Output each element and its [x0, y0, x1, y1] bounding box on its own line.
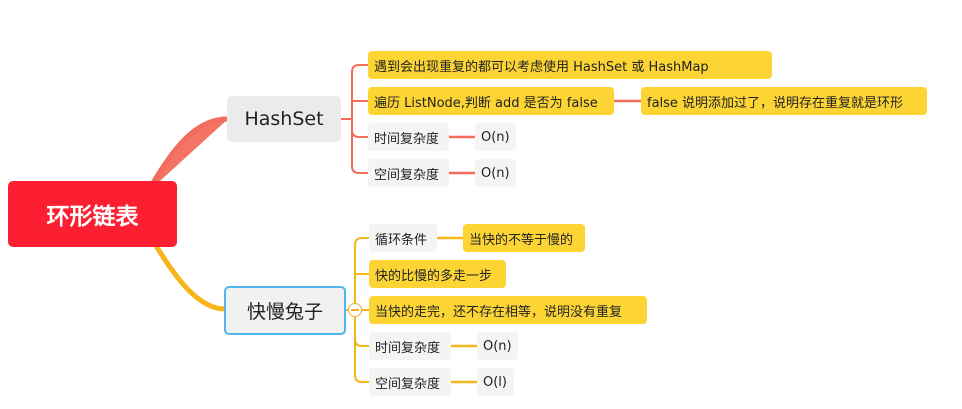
link-rabbit-c5	[354, 317, 369, 383]
link-root-hashset	[150, 119, 228, 190]
hashset-space-complexity-label[interactable]: 空间复杂度	[368, 159, 449, 187]
link-hashset-c4	[351, 119, 368, 174]
fast-slow-step-rule[interactable]: 快的比慢的多走一步	[369, 260, 506, 288]
fast-slow-space-complexity-label[interactable]: 空间复杂度	[369, 368, 451, 396]
fast-slow-space-complexity-value[interactable]: O(l)	[477, 368, 514, 396]
branch-fast-slow[interactable]: 快慢兔子	[224, 286, 346, 335]
root-topic[interactable]: 环形链表	[8, 181, 177, 247]
branch-hashset[interactable]: HashSet	[227, 96, 341, 142]
link-hashset-c1	[351, 64, 368, 119]
collapse-toggle-icon[interactable]	[348, 303, 362, 317]
link-rabbit-c1	[354, 237, 369, 303]
link-root-rabbit-stroke	[152, 241, 228, 312]
hashset-time-complexity-value[interactable]: O(n)	[475, 123, 516, 151]
link-hashset-c3	[351, 119, 368, 138]
fast-slow-end-rule[interactable]: 当快的走完，还不存在相等，说明没有重复	[369, 296, 647, 324]
link-rabbit-c4	[354, 317, 369, 347]
fast-slow-time-complexity-value[interactable]: O(n)	[477, 332, 518, 360]
hashset-traverse-check[interactable]: 遍历 ListNode,判断 add 是否为 false	[368, 87, 614, 115]
fast-slow-loop-condition-label[interactable]: 循环条件	[369, 224, 437, 252]
link-root-hashset-stroke	[147, 116, 230, 191]
hashset-time-complexity-label[interactable]: 时间复杂度	[368, 123, 449, 151]
fast-slow-loop-condition-value[interactable]: 当快的不等于慢的	[463, 224, 585, 252]
hashset-tip-reuse[interactable]: 遇到会出现重复的都可以考虑使用 HashSet 或 HashMap	[368, 51, 772, 79]
hashset-space-complexity-value[interactable]: O(n)	[475, 159, 516, 187]
fast-slow-time-complexity-label[interactable]: 时间复杂度	[369, 332, 451, 360]
hashset-traverse-result[interactable]: false 说明添加过了，说明存在重复就是环形	[641, 87, 927, 115]
